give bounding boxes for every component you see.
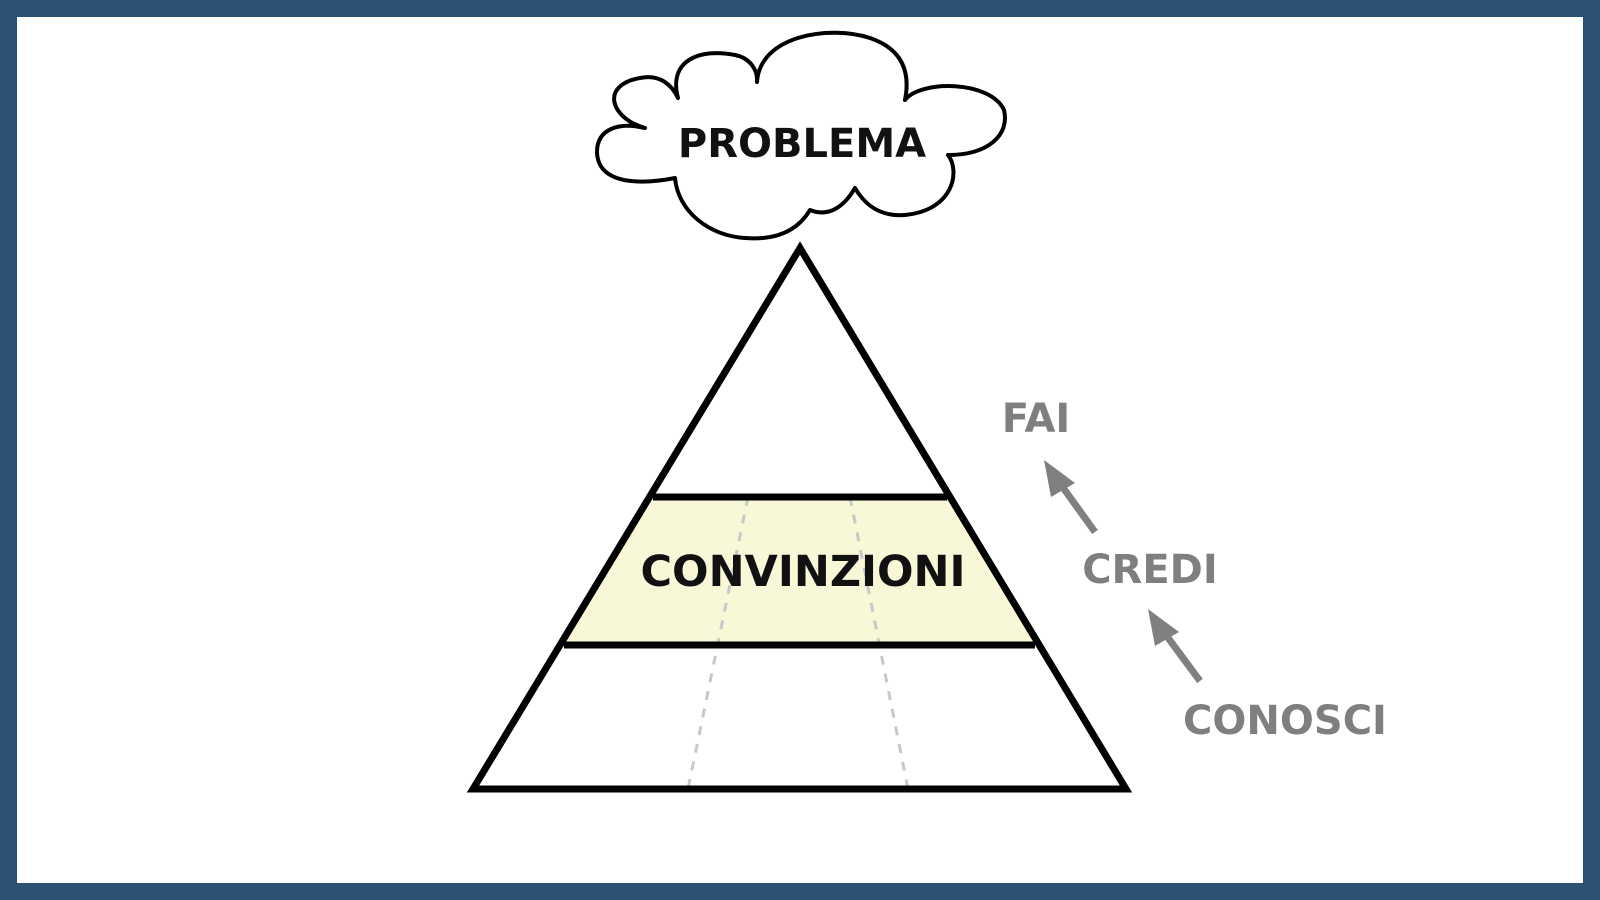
pyramid-outline bbox=[466, 241, 1133, 793]
arrow-up-left-icon bbox=[1044, 460, 1098, 535]
pyramid: CONVINZIONI bbox=[466, 241, 1133, 793]
step-fai: FAI bbox=[1002, 396, 1071, 442]
steps: FAI CREDI CONOSCI bbox=[1002, 396, 1387, 744]
step-credi: CREDI bbox=[1082, 547, 1218, 593]
step-conosci: CONOSCI bbox=[1183, 698, 1387, 744]
cloud-shape bbox=[595, 30, 1007, 241]
arrow-up-left-icon bbox=[1148, 609, 1203, 684]
pyramid-tier-middle bbox=[564, 497, 1035, 645]
cloud-label: PROBLEMA bbox=[678, 121, 926, 167]
tier-label-convinzioni: CONVINZIONI bbox=[640, 547, 965, 597]
problem-cloud: PROBLEMA bbox=[595, 30, 1007, 241]
